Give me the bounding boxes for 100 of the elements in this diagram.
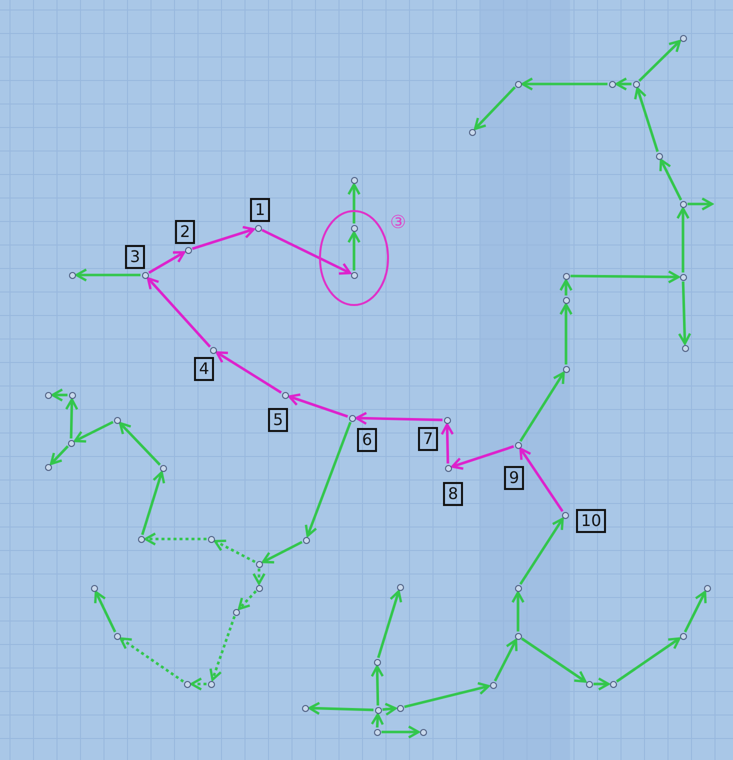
grid-point <box>444 416 450 424</box>
grid-point <box>374 658 380 666</box>
grid-point <box>680 34 686 42</box>
arrow <box>382 725 420 739</box>
arrow <box>141 471 166 536</box>
grid-point <box>210 346 216 354</box>
arrow <box>370 665 384 706</box>
arrow <box>65 398 78 439</box>
arrow <box>144 532 206 546</box>
arrow <box>519 372 565 442</box>
grid-point <box>374 706 382 714</box>
callout-number: 3 <box>125 245 146 269</box>
arrow <box>474 86 516 130</box>
arrow <box>192 226 255 250</box>
arrow <box>148 251 186 274</box>
grid-point <box>44 392 52 398</box>
grid-point <box>256 584 262 592</box>
arrow <box>634 87 659 152</box>
grid-point <box>680 632 686 640</box>
grid-point <box>680 274 686 280</box>
grid-point <box>468 128 476 136</box>
arrow <box>519 518 564 585</box>
grid-point <box>68 392 76 398</box>
arrow <box>451 445 514 470</box>
arrow <box>355 412 443 425</box>
arrow <box>638 40 681 82</box>
grid-point <box>208 680 214 688</box>
grid-point <box>374 728 380 736</box>
grid-point <box>68 272 76 278</box>
arrow <box>377 590 402 658</box>
arrow <box>559 303 573 364</box>
arrow <box>594 677 610 691</box>
arrow <box>118 422 161 466</box>
grid-point <box>350 272 358 278</box>
grid-point <box>90 584 98 592</box>
grid-point <box>282 392 288 398</box>
grid-point <box>114 416 120 424</box>
callout-number: 4 <box>194 357 214 381</box>
arrow <box>252 568 266 585</box>
arrow <box>615 77 632 91</box>
callout-number: 6 <box>357 428 378 452</box>
arrow <box>382 702 397 716</box>
grid-point <box>302 536 310 544</box>
arrow <box>308 702 374 715</box>
arrow <box>678 281 692 345</box>
grid-point <box>348 414 356 422</box>
callout-number: 7 <box>418 427 438 451</box>
grid-point <box>350 176 358 184</box>
arrow <box>570 270 680 284</box>
grid-point <box>114 632 120 640</box>
arrow <box>74 420 114 443</box>
arrow <box>209 616 236 681</box>
grid-point <box>302 704 308 712</box>
callout-number: 1 <box>250 198 270 222</box>
grid-point <box>68 440 74 446</box>
callout-number: 5 <box>268 408 288 432</box>
grid-point <box>656 152 662 160</box>
arrow <box>519 448 564 512</box>
arrow <box>404 682 490 708</box>
callout-number: 8 <box>443 482 464 506</box>
arrow <box>688 197 714 211</box>
arrow <box>51 388 68 402</box>
callout-number: 10 <box>576 509 606 533</box>
arrow <box>94 590 116 632</box>
arrow <box>120 637 184 683</box>
arrow <box>521 77 608 91</box>
arrow <box>214 540 256 564</box>
arrow <box>146 277 211 348</box>
callout-number: 2 <box>175 220 196 244</box>
callout-number: 9 <box>504 466 524 490</box>
arrow <box>659 158 682 201</box>
grid-point <box>420 728 426 736</box>
grid-point <box>44 464 52 470</box>
arrow <box>75 268 140 282</box>
arrow <box>616 637 680 683</box>
arrow <box>494 638 518 682</box>
grid-point <box>184 246 192 254</box>
arrow <box>520 637 586 683</box>
grid-point <box>138 536 144 542</box>
grid-point <box>682 344 688 352</box>
arrow <box>238 590 257 610</box>
arrow <box>50 445 69 465</box>
grid-point <box>256 560 262 568</box>
grid-point <box>586 680 592 688</box>
arrow <box>370 713 384 728</box>
grid-point <box>444 464 452 472</box>
arrow <box>684 590 707 633</box>
arrow <box>216 351 282 394</box>
grid-point <box>610 680 616 688</box>
grid-point <box>208 536 214 542</box>
grid-point <box>254 224 262 232</box>
arrow <box>261 228 352 275</box>
grid-point <box>680 200 686 208</box>
arrow <box>304 422 352 537</box>
arrow <box>511 591 525 632</box>
grid-point <box>704 584 710 592</box>
grid-point <box>184 680 190 688</box>
callout-number: ③ <box>390 213 406 233</box>
arrow <box>676 207 690 272</box>
grid-point <box>142 272 148 278</box>
